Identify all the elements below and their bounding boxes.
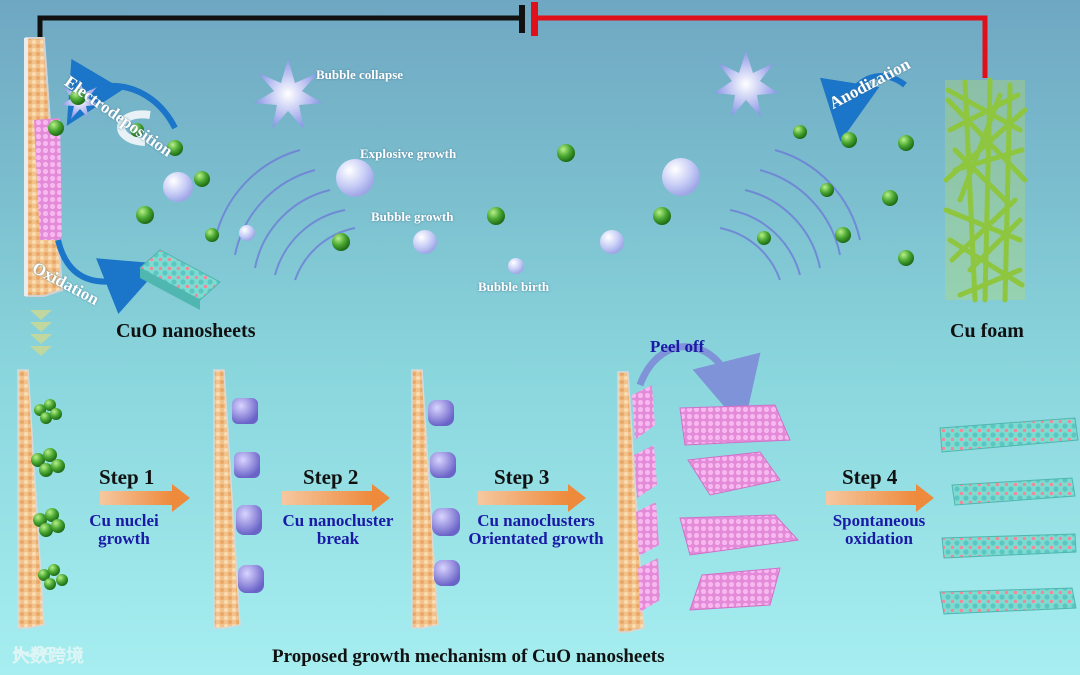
label-bubble-growth: Bubble growth [371,209,454,224]
cu-particle [898,250,914,266]
star-burst-icon [254,59,322,129]
step-4-label: Step 4 [842,465,898,489]
cu-particle [882,190,898,206]
step-4-desc-line1: Spontaneous [832,511,926,530]
circuit-wire-negative [37,5,525,48]
step-4-desc-line2: oxidation [844,529,914,548]
double-chevron-down-icon [30,310,52,356]
figure-title: Proposed growth mechanism of CuO nanoshe… [272,646,665,667]
circuit-wire-positive [531,2,988,78]
cu-particle [194,171,210,187]
bubble [508,258,524,274]
step-3-label: Step 3 [494,465,550,489]
watermark-text: 大数跨境 [12,646,84,667]
cu-particle [835,227,851,243]
bubble [662,158,700,196]
bubble [413,230,437,254]
cuo-nanosheet-small [139,249,221,310]
step-2-description: Cu nanocluster break [268,512,408,548]
wave-arcs-right [719,149,861,281]
cu-particle [136,206,154,224]
cu-particle [487,207,505,225]
cu-particle [757,231,771,245]
step-3-arrow-icon [478,484,586,512]
cu-particle [557,144,575,162]
cu-nanoclusters-oriented [428,400,460,586]
cu-particle [167,140,183,156]
step-1-desc-line2: growth [98,529,150,548]
label-bubble-collapse: Bubble collapse [316,67,404,82]
step-1-desc-line1: Cu nuclei [89,511,159,530]
cathode-electrode [24,37,64,297]
oxidation-arrow-icon [55,239,163,314]
step-2-desc-line1: Cu nanocluster [282,511,394,530]
step-arrows [100,484,934,512]
label-peel-off: Peel off [650,337,705,356]
step-1-label: Step 1 [99,465,155,489]
step-4-arrow-icon [826,484,934,512]
step-1-description: Cu nuclei growth [80,512,168,548]
star-burst-icon [714,51,778,117]
bubble [600,230,624,254]
watermark-logo-icon [13,646,52,660]
cu-particle [130,123,144,137]
bubble [239,225,255,241]
step-2-label: Step 2 [303,465,359,489]
cuo-nanosheets-final [939,417,1079,615]
cu-nuclei [31,399,68,590]
label-explosive-growth: Explosive growth [360,146,457,161]
watermark: 大数跨境 [12,642,84,668]
cu-particle [205,228,219,242]
step-3-desc-line1: Cu nanoclusters [477,511,595,530]
cu-particle [793,125,807,139]
cu-particle [653,207,671,225]
bubble [163,172,193,202]
cu-particle [48,120,64,136]
anodization-arrow-icon [820,72,907,142]
step-2-arrow-icon [282,484,390,512]
cu-foam [943,77,1028,303]
step-4-description: Spontaneous oxidation [816,512,942,548]
bubbles [163,158,700,274]
wave-arcs-left [214,149,356,281]
cu-particle [332,233,350,251]
stage-1-electrode [17,369,68,629]
cu-particle [841,132,857,148]
swirl-icon [117,110,151,146]
label-cu-foam: Cu foam [950,320,1024,342]
peel-off-arrow-icon [636,343,761,429]
cu-particles [48,89,914,266]
step-3-desc-line2: Orientated growth [468,529,604,548]
label-cuo-nanosheets: CuO nanosheets [116,320,256,342]
stage-4-electrode [617,371,660,633]
step-1-arrow-icon [100,484,190,512]
label-bubble-birth: Bubble birth [478,279,550,294]
step-2-desc-line2: break [316,529,360,548]
step-3-description: Cu nanoclusters Orientated growth [452,512,620,548]
stage-3-electrode [411,369,460,629]
cu-particle [820,183,834,197]
cu-particle [70,89,86,105]
bubble [336,159,374,197]
stage-2-electrode [213,369,264,629]
cu-nanoclusters [232,398,264,593]
peeled-sheets [679,404,800,611]
cu-particle [898,135,914,151]
